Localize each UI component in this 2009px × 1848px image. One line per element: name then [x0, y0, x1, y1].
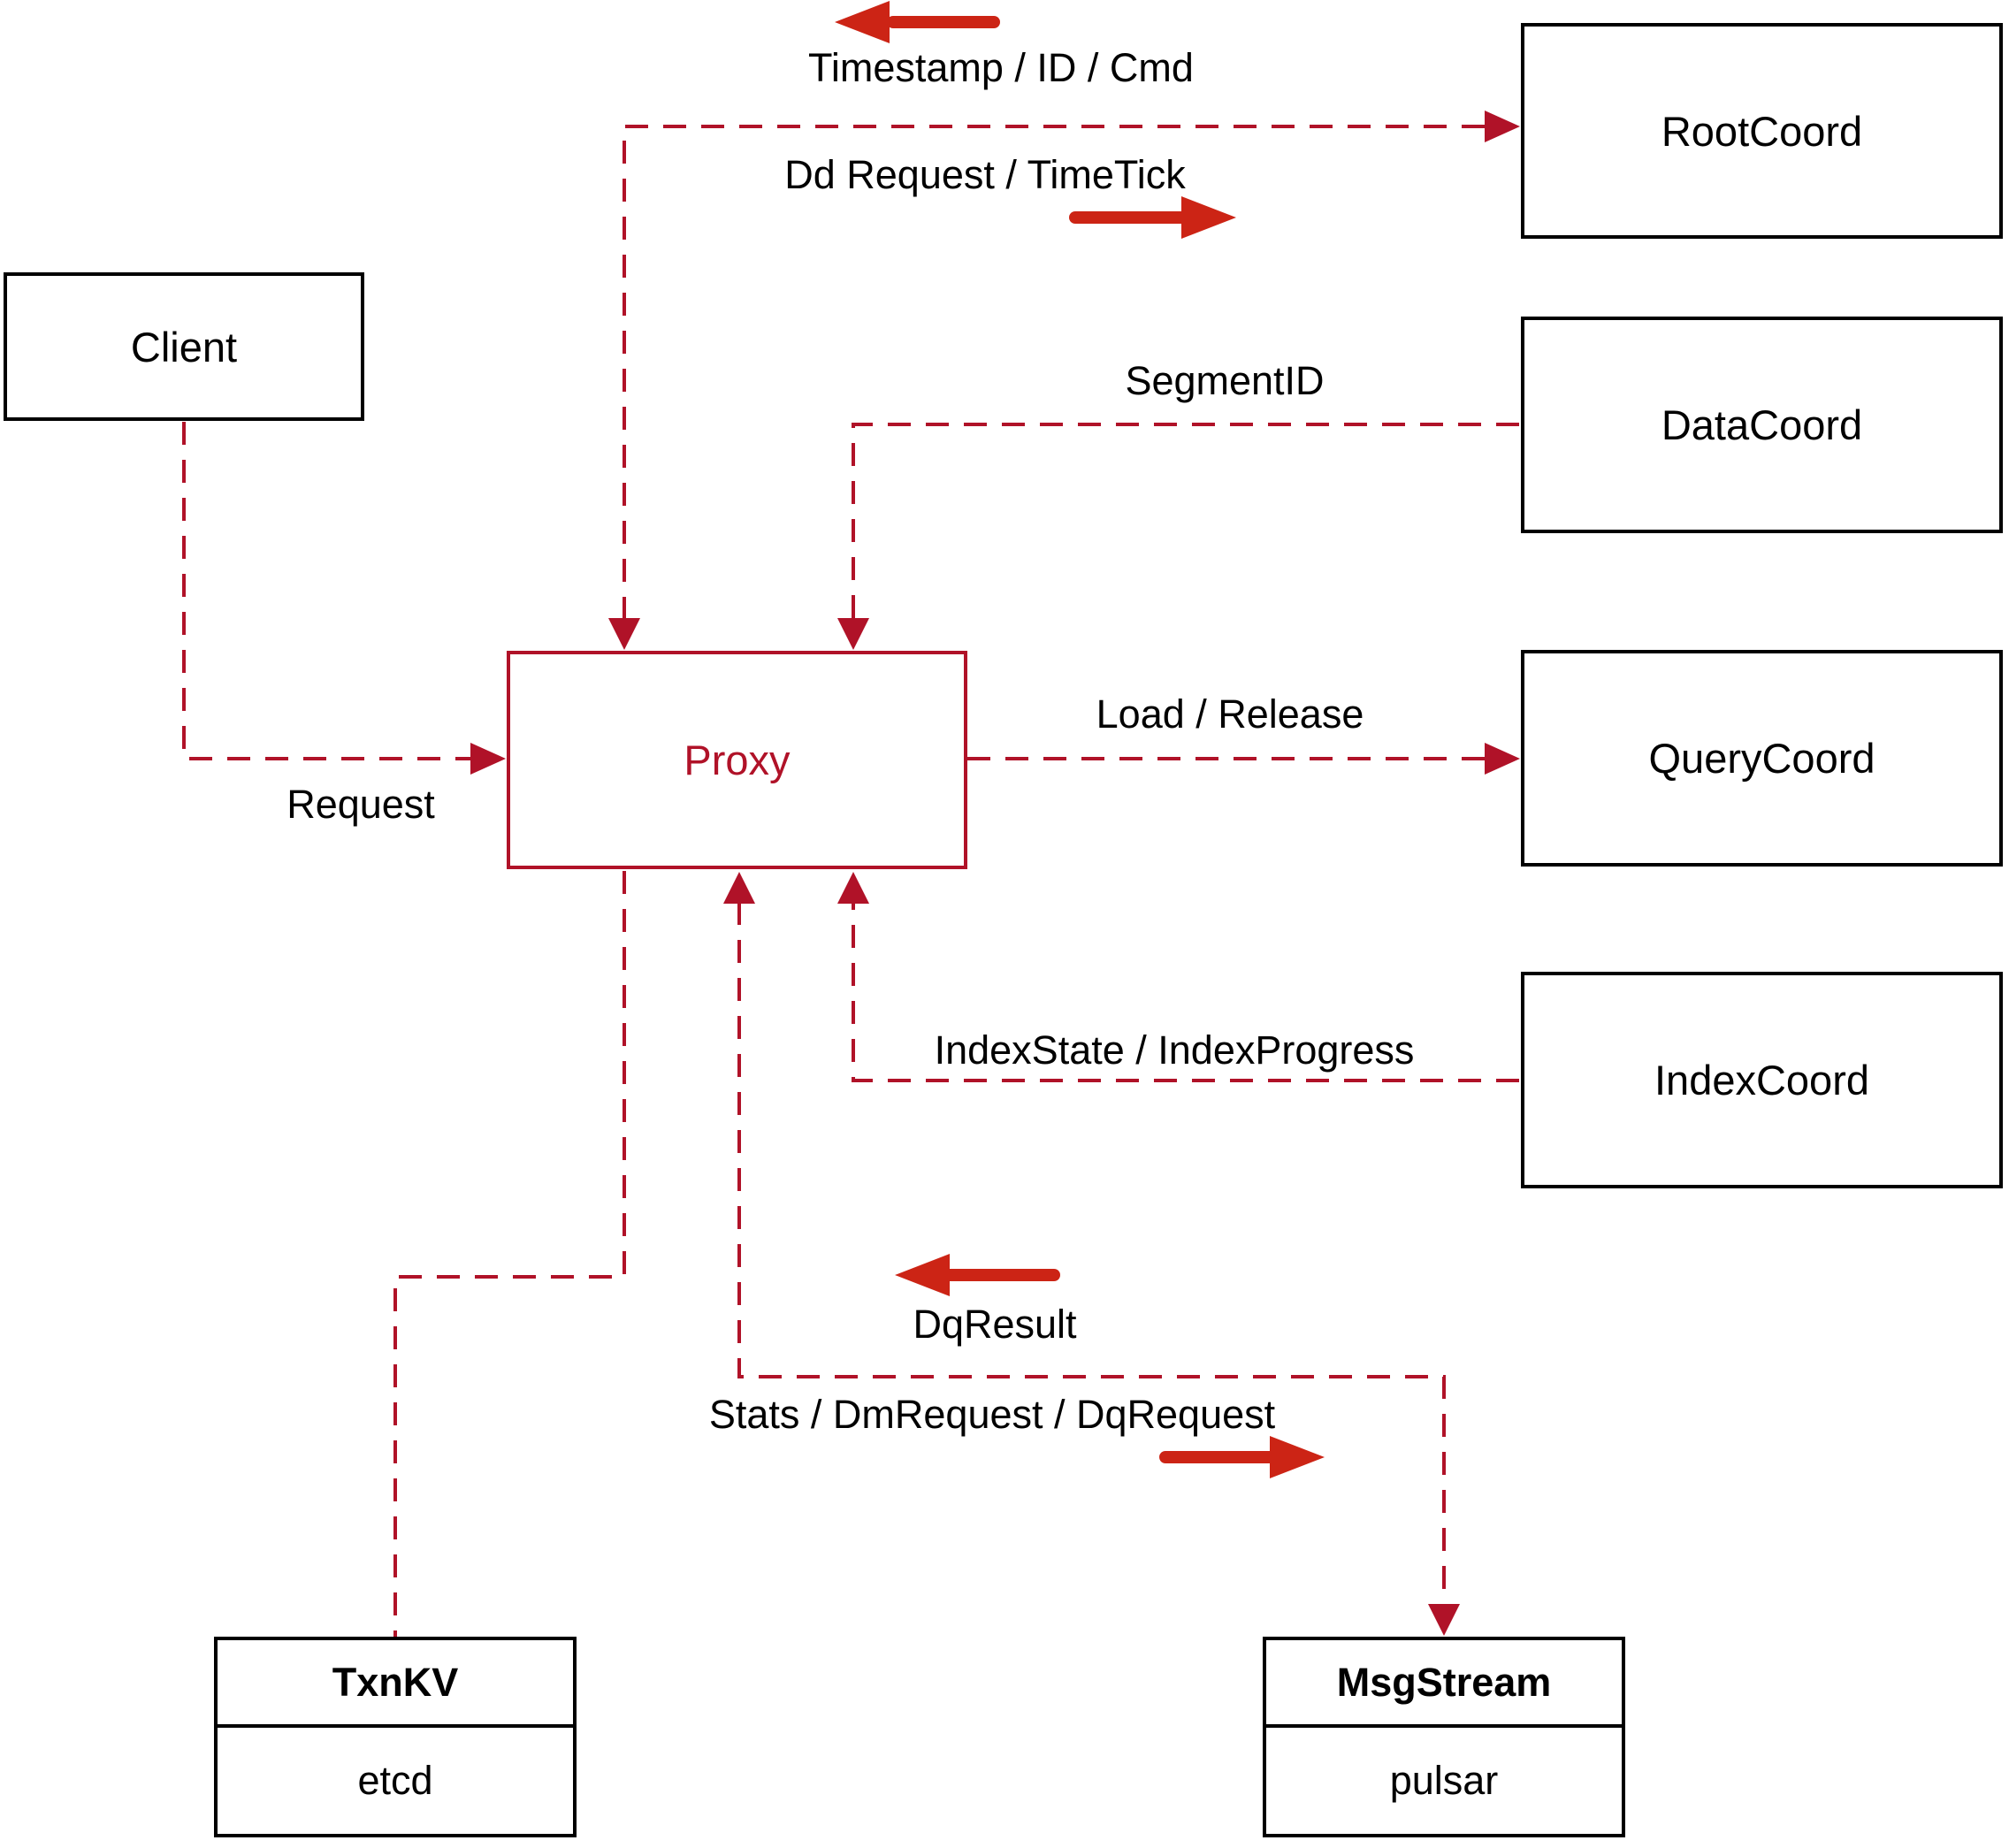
- arrowhead-into-proxy-bottom-msg: [723, 872, 755, 904]
- arrowhead-into-proxy-top-root: [608, 618, 640, 650]
- edge-proxy-txnkv: [393, 871, 626, 1637]
- edge-indexcoord-proxy: [852, 902, 1519, 1082]
- direction-arrow-left-timestamp: [835, 1, 1000, 43]
- edge-label-timestamp-id-cmd: Timestamp / ID / Cmd: [808, 45, 1194, 90]
- node-querycoord: QueryCoord: [1521, 650, 2003, 867]
- node-indexcoord: IndexCoord: [1521, 972, 2003, 1188]
- node-txnkv-body: etcd: [357, 1758, 433, 1803]
- node-datacoord: DataCoord: [1521, 317, 2003, 533]
- edge-label-segment-id: SegmentID: [1125, 358, 1325, 403]
- node-rootcoord-label: RootCoord: [1661, 107, 1863, 155]
- node-rootcoord: RootCoord: [1521, 23, 2003, 239]
- edge-label-stats-dm-dq-request: Stats / DmRequest / DqRequest: [708, 1392, 1276, 1437]
- arrowhead-into-proxy-left: [470, 743, 506, 775]
- direction-arrow-right-stats: [1159, 1436, 1325, 1478]
- arrowhead-into-msgstream: [1428, 1604, 1460, 1636]
- direction-arrow-right-ddrequest: [1069, 196, 1236, 239]
- node-indexcoord-label: IndexCoord: [1654, 1057, 1869, 1103]
- node-proxy: Proxy: [507, 651, 967, 869]
- edge-proxy-msgstream: [737, 902, 1446, 1606]
- edge-label-index-state-progress: IndexState / IndexProgress: [934, 1027, 1415, 1073]
- node-msgstream-title: MsgStream: [1266, 1640, 1622, 1728]
- arrowhead-into-rootcoord: [1485, 111, 1520, 142]
- edge-label-dq-result: DqResult: [913, 1302, 1077, 1347]
- edge-label-dd-request-timetick: Dd Request / TimeTick: [784, 152, 1186, 197]
- node-txnkv-title: TxnKV: [218, 1640, 573, 1728]
- direction-arrow-left-dqresult: [895, 1254, 1060, 1296]
- node-proxy-label: Proxy: [684, 737, 791, 783]
- node-msgstream: MsgStream pulsar: [1263, 1637, 1625, 1837]
- arrowhead-into-querycoord: [1485, 743, 1520, 775]
- node-client-label: Client: [130, 323, 238, 370]
- arrowhead-into-proxy-bottom-index: [837, 872, 869, 904]
- node-msgstream-body: pulsar: [1389, 1758, 1499, 1803]
- edge-label-request: Request: [286, 782, 435, 827]
- edge-label-load-release: Load / Release: [1096, 691, 1364, 737]
- node-querycoord-label: QueryCoord: [1648, 735, 1875, 782]
- edge-proxy-rootcoord: [623, 125, 1486, 620]
- node-txnkv: TxnKV etcd: [214, 1637, 577, 1837]
- node-client: Client: [4, 272, 364, 421]
- node-datacoord-label: DataCoord: [1661, 401, 1863, 448]
- edge-client-proxy: [182, 422, 472, 760]
- arrowhead-into-proxy-top-data: [837, 618, 869, 650]
- edge-datacoord-proxy: [852, 423, 1519, 620]
